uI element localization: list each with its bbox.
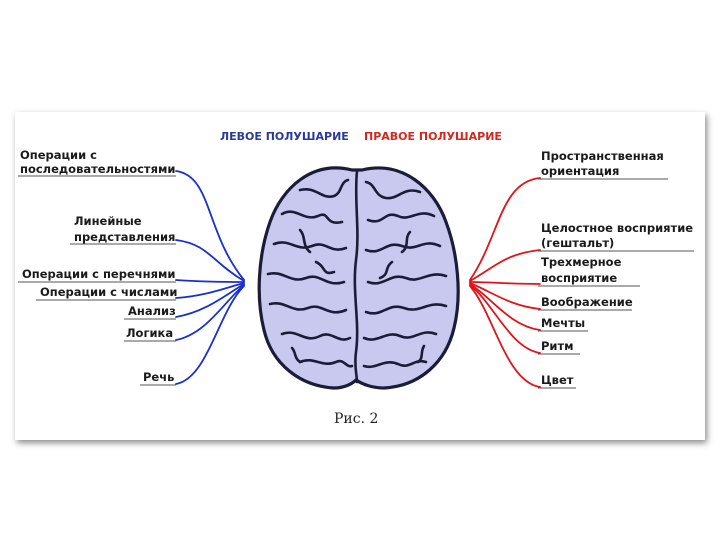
- label-operations-numbers: Операции с числами: [40, 285, 177, 299]
- right-hemisphere-header: ПРАВОЕ ПОЛУШАРИЕ: [364, 130, 502, 143]
- longitudinal-fissure: [353, 169, 359, 384]
- label-operations-lists: Операции с перечнями: [22, 267, 175, 281]
- right-connectors: [469, 177, 541, 388]
- label-spatial-orientation-line1: Пространственная: [541, 149, 664, 163]
- label-operations-sequences-line1: Операции с: [20, 148, 97, 162]
- label-rhythm: Ритм: [541, 339, 574, 353]
- label-linear-representations-line1: Линейные: [74, 214, 142, 228]
- figure-caption: Рис. 2: [334, 411, 378, 427]
- right-hemisphere-gyri: [362, 180, 448, 369]
- label-analysis: Анализ: [128, 304, 176, 318]
- left-hemisphere-gyri: [266, 178, 354, 368]
- label-dreams: Мечты: [541, 316, 585, 330]
- left-hemisphere-header: ЛЕВОЕ ПОЛУШАРИЕ: [220, 130, 349, 143]
- label-3d-perception-line1: Трехмерное: [541, 255, 622, 269]
- label-logic: Логика: [126, 326, 173, 340]
- label-spatial-orientation-line2: ориентация: [541, 164, 619, 178]
- label-imagination: Воображение: [541, 295, 633, 309]
- label-holistic-perception-line2: (гештальт): [541, 236, 614, 250]
- label-operations-sequences-line2: последовательностями: [20, 162, 175, 176]
- left-connectors: [175, 170, 245, 385]
- brain-illustration: [257, 166, 460, 390]
- label-linear-representations-line2: представления: [74, 230, 175, 244]
- label-underlines: [18, 175, 694, 389]
- label-speech: Речь: [143, 370, 174, 384]
- label-3d-perception-line2: восприятие: [541, 271, 617, 285]
- label-color: Цвет: [541, 373, 574, 387]
- label-holistic-perception-line1: Целостное восприятие: [541, 221, 693, 235]
